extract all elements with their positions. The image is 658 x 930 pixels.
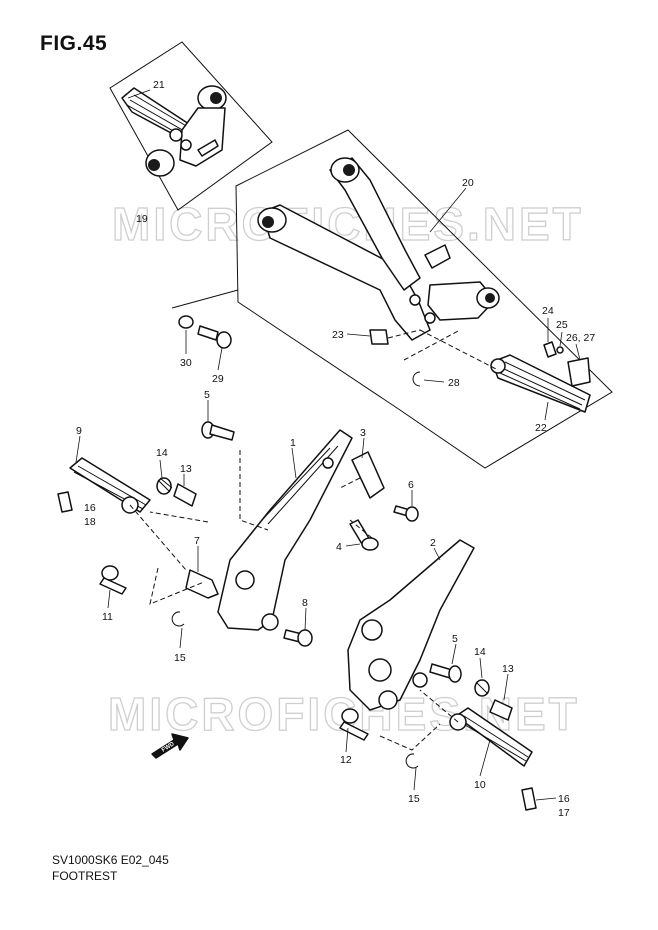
diagram-code: SV1000SK6 E02_045 [52,853,169,867]
callout-25: 25 [556,319,568,331]
part-13-ball-left [173,483,197,507]
callout-4: 4 [336,541,342,553]
assembly-20-box [235,129,613,469]
part-21-footrest-assembly [121,85,227,177]
part-14-spring-left [156,477,173,495]
part-30-washer [178,315,194,329]
callout-16-left: 16 [84,502,96,514]
part-23-pin [369,329,389,345]
part-7-pivot [185,569,219,599]
part-17-rubber [521,787,537,811]
callout-10: 10 [474,779,486,791]
callout-8: 8 [302,597,308,609]
part-26-plate [567,357,591,387]
part-2-bracket [347,539,475,711]
callout-26-27: 26, 27 [566,332,595,344]
callout-30: 30 [180,357,192,369]
callout-13-left: 13 [180,463,192,475]
part-28-clip [412,371,421,387]
callout-15-left: 15 [174,652,186,664]
callout-24: 24 [542,305,554,317]
callout-6: 6 [408,479,414,491]
callout-17: 17 [558,807,570,819]
part-9-footpeg [69,457,151,514]
part-15-clip-right [405,753,419,769]
part-3-plate [351,451,385,499]
callout-21: 21 [153,79,165,91]
part-12-pin [339,708,369,741]
callout-1: 1 [290,437,296,449]
part-5-bolt-right [429,663,462,683]
part-20-bracket [257,157,500,341]
callout-28: 28 [448,377,460,389]
part-29-bolt [197,325,232,349]
callout-15-right: 15 [408,793,420,805]
callout-9: 9 [76,425,82,437]
part-16-rubber [57,491,73,513]
callout-3: 3 [360,427,366,439]
part-14-spring-right [474,679,490,697]
callout-12: 12 [340,754,352,766]
part-1-bracket [217,429,353,631]
callout-16-right: 16 [558,793,570,805]
part-8-nut [283,629,313,647]
callout-2: 2 [430,537,436,549]
callout-13-right: 13 [502,663,514,675]
part-22-footpeg [490,354,591,413]
callout-5-right: 5 [452,633,458,645]
part-6-bolt [393,505,419,522]
callout-14-left: 14 [156,447,168,459]
callout-14-right: 14 [474,646,486,658]
part-24-spring [543,341,557,358]
callout-18: 18 [84,516,96,528]
part-4-bolt [349,519,379,551]
callout-29: 29 [212,373,224,385]
callout-22: 22 [535,422,547,434]
part-5-bolt-left [201,421,235,441]
diagram-name: FOOTREST [52,869,118,883]
callout-5-left: 5 [204,389,210,401]
callout-11: 11 [102,611,113,623]
part-13-ball-right [489,699,513,721]
callout-19: 19 [136,213,148,225]
assembly-19-box [109,41,273,211]
callout-20: 20 [462,177,474,189]
callout-23: 23 [332,329,344,341]
callout-7: 7 [194,535,200,547]
part-11-pin [99,565,127,595]
part-15-clip-left [171,611,185,627]
figure-title: FIG.45 [40,32,108,55]
part-25-ball [556,346,564,354]
